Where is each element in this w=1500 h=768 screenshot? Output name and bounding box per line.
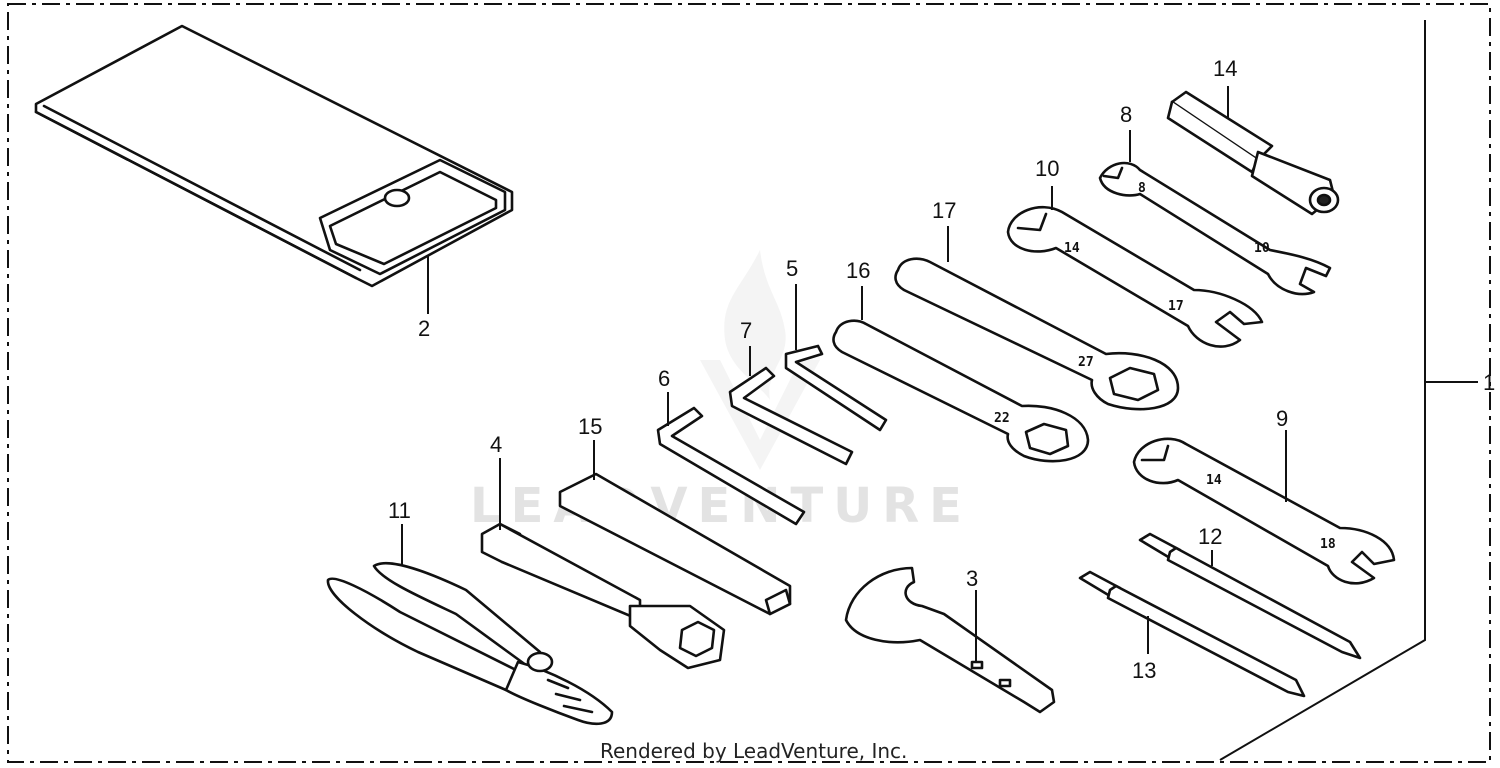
wrench-8x10: 8 10 <box>1098 161 1332 296</box>
stamp-w8a: 8 <box>1138 181 1146 196</box>
callout-4: 4 <box>490 432 502 457</box>
hex-key-6 <box>656 406 806 526</box>
screwdriver-12 <box>1138 532 1362 660</box>
hex-key-7 <box>728 366 854 466</box>
render-credit: Rendered by LeadVenture, Inc. <box>600 739 907 763</box>
handle-bar <box>558 472 792 616</box>
pliers <box>326 562 614 726</box>
box-wrench-27: 27 <box>894 257 1180 411</box>
stamp-w10a: 14 <box>1064 241 1080 256</box>
kit-boundary <box>1219 20 1426 761</box>
callout-15: 15 <box>578 414 602 439</box>
stamp-w8b: 10 <box>1254 241 1270 256</box>
watermark-logo <box>700 250 820 470</box>
callout-7: 7 <box>740 318 752 343</box>
pin-spanner <box>844 566 1056 714</box>
callout-17: 17 <box>932 198 956 223</box>
callout-14: 14 <box>1213 56 1237 81</box>
box-wrench-22: 22 <box>832 319 1090 463</box>
callout-12: 12 <box>1198 524 1222 549</box>
callout-11: 11 <box>388 498 411 523</box>
callout-1: 1 <box>1483 370 1495 395</box>
stamp-w9a: 14 <box>1206 473 1222 488</box>
stamp-w10b: 17 <box>1168 299 1184 314</box>
callout-5: 5 <box>786 256 798 281</box>
callout-2: 2 <box>418 316 430 341</box>
tool-bag <box>34 24 514 288</box>
callout-6: 6 <box>658 366 670 391</box>
callout-3: 3 <box>966 566 978 591</box>
callout-10: 10 <box>1035 156 1059 181</box>
hex-key-5 <box>784 344 888 432</box>
stamp-w17: 27 <box>1078 355 1094 370</box>
screwdriver-13 <box>1078 570 1306 698</box>
callout-16: 16 <box>846 258 870 283</box>
spark-plug-wrench <box>480 522 726 670</box>
callout-8: 8 <box>1120 102 1132 127</box>
wrench-14x18: 14 18 <box>1132 437 1396 585</box>
callout-9: 9 <box>1276 406 1288 431</box>
callout-13: 13 <box>1132 658 1156 683</box>
watermark-text: LEADVENTURE <box>470 478 972 534</box>
stamp-w16: 22 <box>994 411 1010 426</box>
wrench-14x17: 14 17 <box>1006 206 1264 348</box>
socket-driver <box>1166 90 1340 216</box>
stamp-w9b: 18 <box>1320 537 1336 552</box>
frame-border <box>7 3 1491 763</box>
